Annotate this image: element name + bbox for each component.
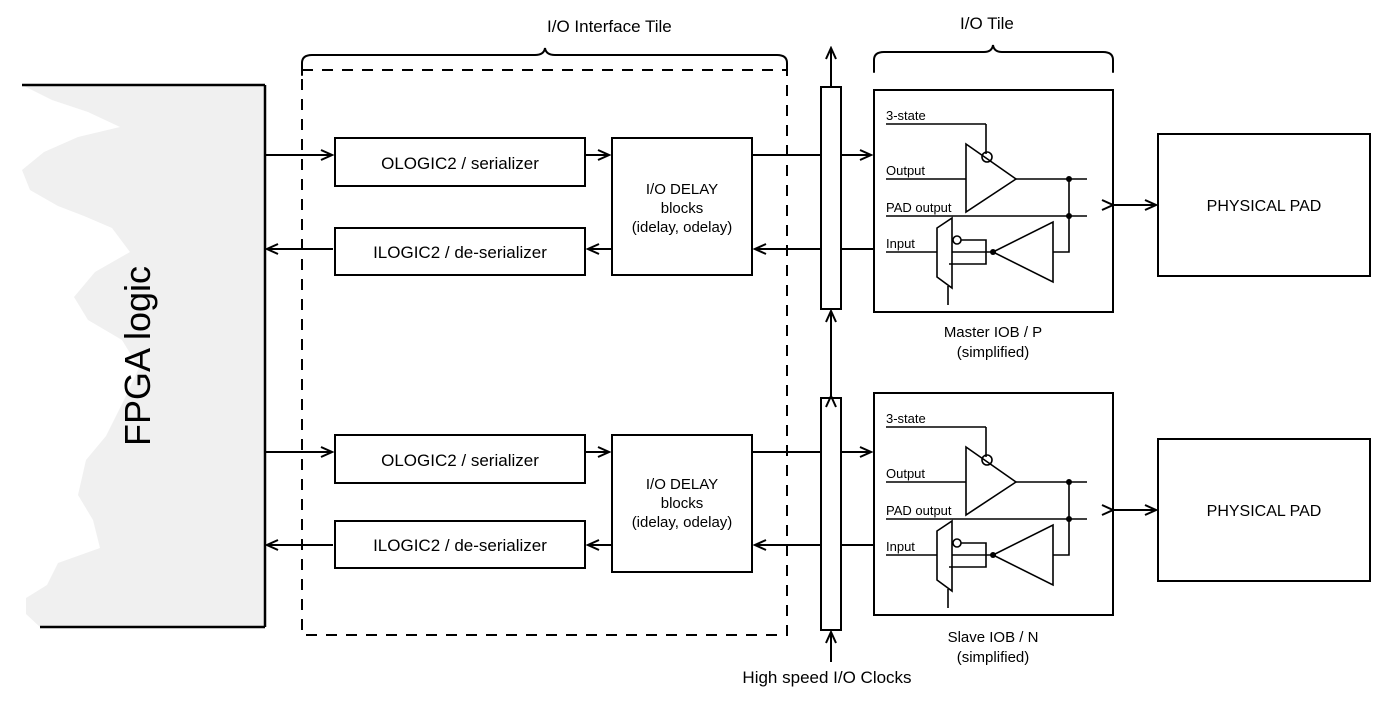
io-interface-tile-brace <box>301 47 788 76</box>
output-buffer-bubble-slave <box>981 454 993 466</box>
pin-input-label-slave: Input <box>886 539 915 554</box>
pin-tristate-label-master: 3-state <box>886 108 926 123</box>
fpga-logic-label: FPGA logic <box>117 266 158 446</box>
pad-node-dot-top-master <box>1066 176 1072 182</box>
ilogic2-box-slave[interactable] <box>334 520 586 569</box>
iob-master[interactable]: 3-state Output PAD output Input <box>873 89 1114 313</box>
output-buffer-triangle-slave <box>965 445 1018 517</box>
input-mux-slave <box>936 519 953 593</box>
io-tile-title: I/O Tile <box>960 14 1014 33</box>
io-delay-line3-master: (idelay, odelay) <box>632 219 733 236</box>
io-delay-line1-slave: I/O DELAY <box>646 476 718 493</box>
pin-tristate-label-slave: 3-state <box>886 411 926 426</box>
ologic2-label-master: OLOGIC2 / serializer <box>381 154 539 173</box>
pad-node-dot-top-slave <box>1066 479 1072 485</box>
physical-pad-box-slave[interactable] <box>1157 438 1371 582</box>
physical-pad-label-slave: PHYSICAL PAD <box>1207 503 1322 520</box>
io-delay-line2-slave: blocks <box>661 495 704 512</box>
ilogic2-box-master[interactable] <box>334 227 586 276</box>
input-buffer-tap-slave <box>1053 519 1070 556</box>
output-buffer-bubble-master <box>981 151 993 163</box>
input-mux-master <box>936 216 953 290</box>
ologic2-box-slave[interactable] <box>334 434 586 484</box>
pin-padoutput-label-slave: PAD output <box>886 503 952 518</box>
io-delay-line3-slave: (idelay, odelay) <box>632 514 733 531</box>
ilogic2-label-master: ILOGIC2 / de-serializer <box>373 243 547 262</box>
fpga-logic-block: FPGA logic <box>22 83 267 629</box>
iob-caption-line1-master: Master IOB / P <box>944 324 1042 341</box>
iob-caption-line2-slave: (simplified) <box>957 649 1030 666</box>
pin-padoutput-label-master: PAD output <box>886 200 952 215</box>
clock-bus-bar-lower[interactable] <box>820 397 842 631</box>
io-delay-line2-master: blocks <box>661 200 704 217</box>
io-delay-box-master[interactable] <box>611 137 753 276</box>
pin-input-label-master: Input <box>886 236 915 251</box>
ologic2-label-slave: OLOGIC2 / serializer <box>381 451 539 470</box>
input-buffer-tap-master <box>1053 216 1070 253</box>
row-slave: OLOGIC2 / serializer ILOGIC2 / de-serial… <box>266 392 1371 666</box>
iob-box-slave[interactable] <box>873 392 1114 616</box>
physical-pad-label-master: PHYSICAL PAD <box>1207 198 1322 215</box>
high-speed-io-clocks-label: High speed I/O Clocks <box>742 668 911 687</box>
fpga-logic-fill <box>22 85 265 627</box>
io-tile-brace <box>873 44 1114 73</box>
clock-bus-bar-upper[interactable] <box>820 86 842 310</box>
ilogic2-label-slave: ILOGIC2 / de-serializer <box>373 536 547 555</box>
io-delay-box-slave[interactable] <box>611 434 753 573</box>
pin-output-label-master: Output <box>886 163 925 178</box>
iob-caption-line2-master: (simplified) <box>957 344 1030 361</box>
ologic2-box-master[interactable] <box>334 137 586 187</box>
physical-pad-box-master[interactable] <box>1157 133 1371 277</box>
pad-node-dot-bottom-master <box>1066 213 1072 219</box>
io-interface-tile-boundary <box>301 69 788 636</box>
iob-caption-line1-slave: Slave IOB / N <box>948 629 1039 646</box>
pin-output-label-slave: Output <box>886 466 925 481</box>
io-interface-tile-title: I/O Interface Tile <box>547 17 672 36</box>
io-delay-line1-master: I/O DELAY <box>646 181 718 198</box>
pad-node-dot-bottom-slave <box>1066 516 1072 522</box>
iob-slave[interactable]: 3-state Output PAD output Input <box>873 392 1114 616</box>
output-buffer-triangle-master <box>965 142 1018 214</box>
row-master: OLOGIC2 / serializer ILOGIC2 / de-serial… <box>266 89 1371 361</box>
